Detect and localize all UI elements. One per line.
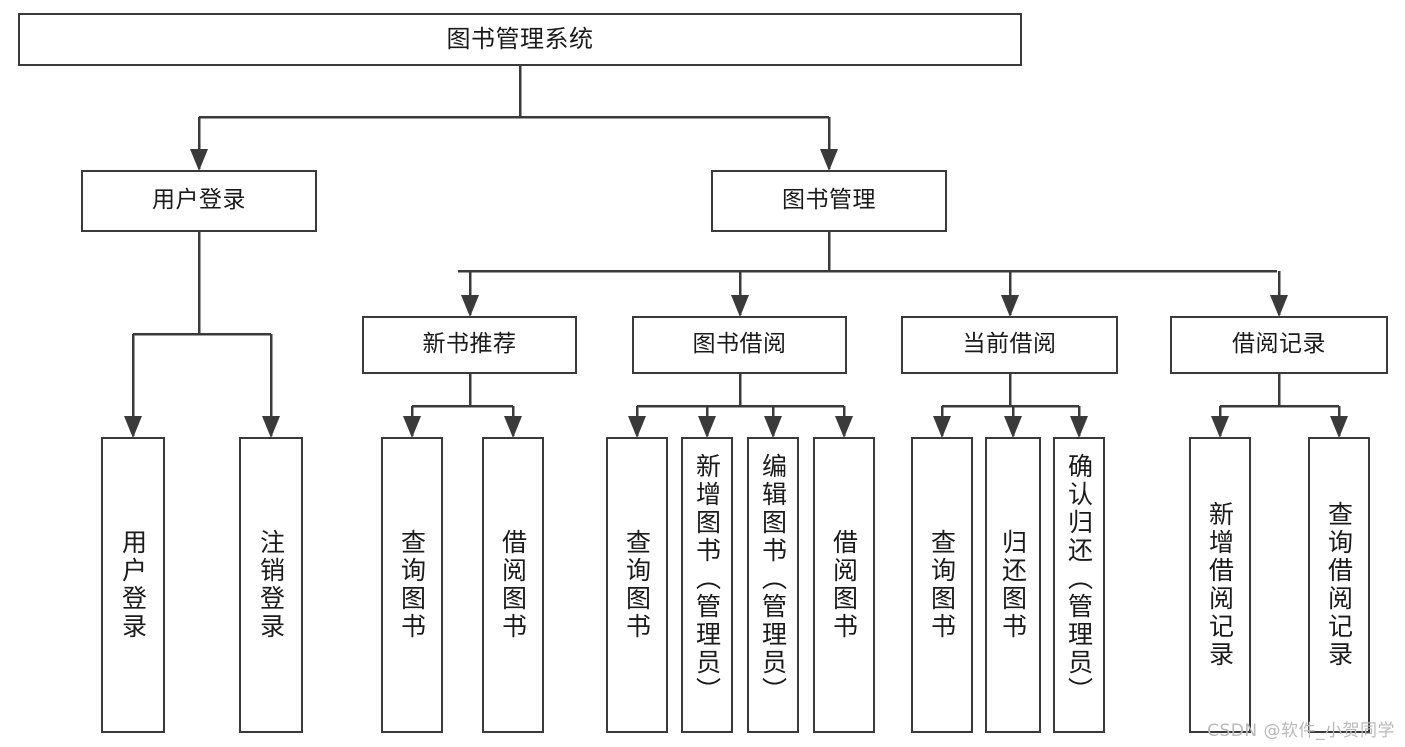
node-book-management-branch[interactable]: 图书管理 bbox=[711, 170, 947, 232]
arrow-head-icon bbox=[262, 416, 280, 438]
leaf-logout-login[interactable]: 注销登录 bbox=[239, 437, 303, 733]
arrow-head-icon bbox=[1001, 295, 1019, 317]
leaf-query-book-recommend[interactable]: 查询图书 bbox=[381, 437, 443, 733]
leaf-add-book-admin[interactable]: 新增图书（管理员） bbox=[681, 437, 733, 733]
node-label: 查询图书 bbox=[927, 529, 957, 641]
node-label: 新增借阅记录 bbox=[1205, 501, 1235, 669]
node-current-borrow[interactable]: 当前借阅 bbox=[901, 316, 1118, 374]
node-book-borrow[interactable]: 图书借阅 bbox=[632, 316, 847, 374]
arrow-head-icon bbox=[461, 295, 479, 317]
leaf-user-login[interactable]: 用户登录 bbox=[101, 437, 165, 733]
node-label: 图书管理 bbox=[782, 187, 876, 214]
arrow-head-icon bbox=[731, 295, 749, 317]
node-label: 新增图书（管理员） bbox=[692, 453, 722, 705]
leaf-edit-book-admin[interactable]: 编辑图书（管理员） bbox=[747, 437, 799, 733]
arrow-head-icon bbox=[190, 149, 208, 171]
node-label: 新书推荐 bbox=[422, 331, 517, 358]
node-label: 用户登录 bbox=[118, 529, 148, 641]
leaf-confirm-return-admin[interactable]: 确认归还（管理员） bbox=[1053, 437, 1105, 733]
arrow-head-icon bbox=[933, 416, 951, 438]
node-label: 当前借阅 bbox=[962, 331, 1057, 358]
node-borrow-record[interactable]: 借阅记录 bbox=[1170, 316, 1388, 374]
leaf-query-book-current[interactable]: 查询图书 bbox=[911, 437, 973, 733]
arrow-head-icon bbox=[1211, 416, 1229, 438]
leaf-return-book[interactable]: 归还图书 bbox=[985, 437, 1041, 733]
arrow-head-icon bbox=[1270, 295, 1288, 317]
node-label: 借阅记录 bbox=[1232, 331, 1326, 358]
arrow-head-icon bbox=[1330, 416, 1348, 438]
arrow-head-icon bbox=[764, 416, 782, 438]
node-new-book-recommend[interactable]: 新书推荐 bbox=[362, 316, 577, 374]
arrow-head-icon bbox=[820, 149, 838, 171]
arrow-head-icon bbox=[1004, 416, 1022, 438]
node-label: 归还图书 bbox=[998, 529, 1028, 641]
leaf-add-borrow-record[interactable]: 新增借阅记录 bbox=[1189, 437, 1251, 733]
arrow-head-icon bbox=[628, 416, 646, 438]
arrow-head-icon bbox=[124, 416, 142, 438]
node-label: 查询借阅记录 bbox=[1324, 501, 1354, 669]
node-label: 借阅图书 bbox=[498, 529, 528, 641]
arrow-head-icon bbox=[835, 416, 853, 438]
node-label: 编辑图书（管理员） bbox=[758, 453, 788, 705]
node-label: 确认归还（管理员） bbox=[1064, 453, 1094, 705]
node-label: 借阅图书 bbox=[829, 529, 859, 641]
leaf-borrow-book-recommend[interactable]: 借阅图书 bbox=[482, 437, 544, 733]
watermark-text: CSDN @软件_小贺同学 bbox=[1207, 721, 1395, 741]
leaf-query-borrow-record[interactable]: 查询借阅记录 bbox=[1308, 437, 1370, 733]
leaf-query-book-borrow[interactable]: 查询图书 bbox=[606, 437, 668, 733]
arrow-head-icon bbox=[504, 416, 522, 438]
node-label: 查询图书 bbox=[397, 529, 427, 641]
node-label: 注销登录 bbox=[256, 529, 286, 641]
arrow-head-icon bbox=[1070, 416, 1088, 438]
node-user-login-branch[interactable]: 用户登录 bbox=[81, 170, 317, 232]
node-label: 图书管理系统 bbox=[446, 25, 594, 54]
node-root-book-management-system[interactable]: 图书管理系统 bbox=[18, 13, 1022, 66]
arrow-head-icon bbox=[403, 416, 421, 438]
node-label: 查询图书 bbox=[622, 529, 652, 641]
arrow-head-icon bbox=[698, 416, 716, 438]
leaf-borrow-book[interactable]: 借阅图书 bbox=[813, 437, 875, 733]
node-label: 图书借阅 bbox=[692, 331, 787, 358]
node-label: 用户登录 bbox=[152, 187, 246, 214]
